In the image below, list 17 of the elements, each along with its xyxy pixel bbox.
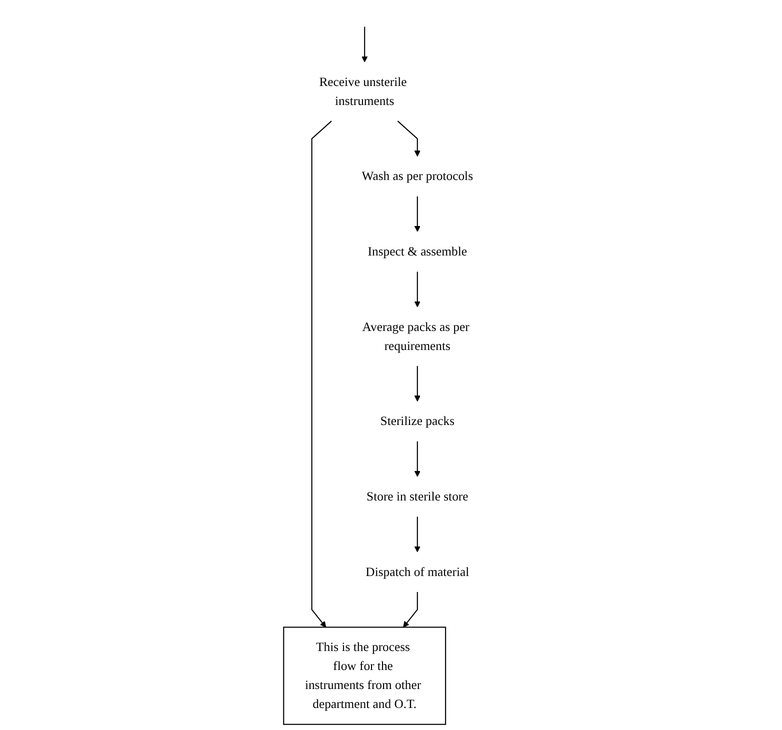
node-text: Inspect & assemble	[368, 244, 468, 258]
node-text: Sterilize packs	[380, 414, 455, 428]
node-text: Store in sterile store	[366, 489, 468, 504]
node-box	[283, 626, 446, 725]
arrow	[362, 26, 368, 62]
node-text: Receive unsterile instruments	[319, 74, 407, 108]
arrow	[403, 592, 418, 628]
node-text: Wash as per protocols	[362, 168, 474, 184]
arrow	[311, 120, 332, 628]
arrow	[414, 272, 420, 308]
arrow	[414, 366, 420, 402]
node-text: Average packs as per requirements	[362, 320, 470, 353]
arrow	[414, 441, 420, 477]
arrow	[414, 196, 420, 232]
node-text: Dispatch of material	[366, 564, 470, 579]
arrow	[414, 516, 420, 552]
arrow	[397, 120, 420, 157]
